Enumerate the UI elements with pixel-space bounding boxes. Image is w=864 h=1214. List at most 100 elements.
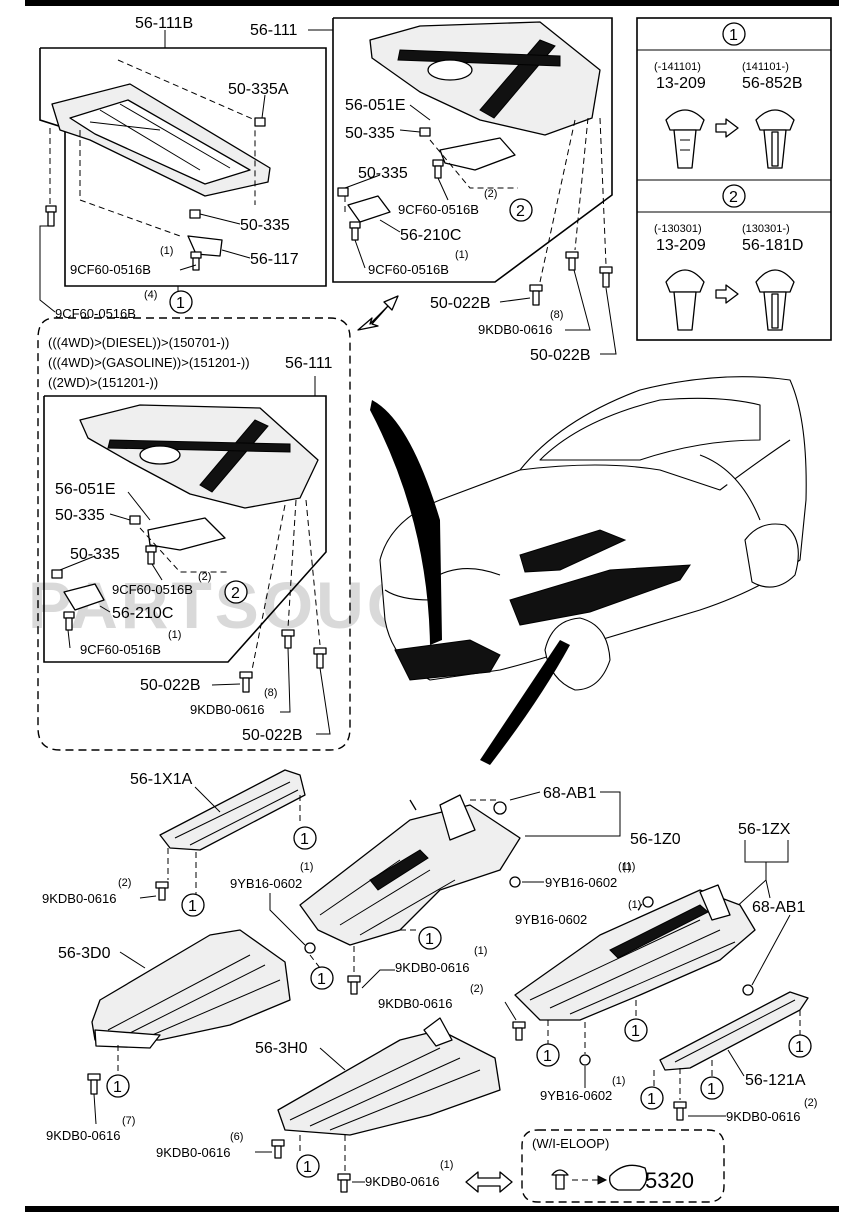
- label-9CF60-0516B: 9CF60-0516B: [70, 262, 151, 277]
- label-9KDB0-0616: 9KDB0-0616: [42, 891, 116, 906]
- group-56-1X1A: 56-1X1A 1 1 (2) 9KDB0-0616: [42, 769, 317, 917]
- label-56-1X1A: 56-1X1A: [130, 771, 193, 788]
- ref-marker-1-text: 1: [543, 1048, 552, 1065]
- ref-marker-1: [169, 290, 193, 314]
- label-56-051E: 56-051E: [345, 97, 406, 114]
- group-56-1Z0: 68-AB1 56-1Z0 (1) 9YB16-0602 (1) 9YB16-0…: [230, 785, 681, 995]
- condition-line-3: ((2WD)>(151201-)): [48, 375, 158, 390]
- label-50-335: 50-335: [345, 125, 395, 142]
- label-9CF60-0516B: 9CF60-0516B: [112, 582, 193, 597]
- qty-9YB16-1c: (1): [628, 899, 641, 911]
- legend-1-new-range: (141101-): [742, 61, 789, 73]
- ref-marker-1-text: 1: [631, 1023, 640, 1040]
- qty-9YB16-1c: (1): [618, 861, 631, 873]
- screw-icon: [45, 205, 57, 227]
- ref-marker-2: [224, 580, 248, 604]
- group-56-111B: 56-111B 50-335A 50-335 56-117 (1) 9CF60-…: [39, 15, 327, 321]
- label-56-210C: 56-210C: [400, 227, 461, 244]
- condition-line-2: (((4WD)>(GASOLINE))>(151201-)): [48, 355, 250, 370]
- label-50-022B: 50-022B: [430, 295, 491, 312]
- replacement-arrow-icon: [357, 295, 399, 331]
- screw-icon: [63, 611, 75, 631]
- push-clip-old-icon: [665, 269, 705, 331]
- eloop-frame: [521, 1129, 725, 1203]
- cover-5320-icon: [609, 1164, 648, 1191]
- label-50-335: 50-335: [70, 546, 120, 563]
- ref-marker-1: [293, 826, 317, 850]
- push-clip-old-icon: [665, 109, 705, 169]
- label-9YB16-0602: 9YB16-0602: [515, 912, 587, 927]
- ref-marker-2-text: 2: [231, 585, 240, 602]
- ref-marker-1-text: 1: [425, 931, 434, 948]
- label-9CF60-0516B: 9CF60-0516B: [368, 262, 449, 277]
- undercover-56-111: [369, 21, 601, 136]
- condition-line-1: (((4WD)>(DIESEL))>(150701-)): [48, 335, 229, 350]
- ref-marker-1-text: 1: [188, 898, 197, 915]
- nut-icon: [642, 896, 654, 908]
- qty-9KDB0-6: (6): [230, 1131, 243, 1143]
- clip-icon: [551, 1169, 569, 1190]
- bolt-icon: [239, 671, 253, 693]
- screw-icon: [349, 221, 361, 241]
- label-50-335: 50-335: [55, 507, 105, 524]
- ref-marker-1: [310, 966, 334, 990]
- label-9KDB0-0616: 9KDB0-0616: [726, 1109, 800, 1124]
- label-68-AB1: 68-AB1: [752, 899, 805, 916]
- group-56-121A: 1 1 1 56-121A (2) 9KDB0-0616: [640, 991, 817, 1124]
- ref-marker-1-text: 1: [707, 1081, 716, 1098]
- legend-key-2-text: 2: [729, 189, 738, 206]
- bottom-border: [25, 1206, 839, 1212]
- ref-marker-1: [700, 1076, 724, 1100]
- qty-9CF60-2: (2): [484, 188, 497, 200]
- pointer-swoosh: [480, 640, 570, 765]
- nut-icon: [304, 942, 316, 954]
- label-56-111B: 56-111B: [135, 15, 193, 32]
- arrow-right-icon: [715, 118, 739, 138]
- ref-marker-1: [624, 1018, 648, 1042]
- screw-icon: [337, 1173, 351, 1193]
- cover-56-3D0: [91, 929, 291, 1041]
- conditional-frame: [37, 317, 351, 751]
- label-9YB16-0602: 9YB16-0602: [545, 875, 617, 890]
- qty-9KDB0-1a: (1): [474, 945, 487, 957]
- nut-icon: [493, 801, 507, 815]
- clip-50-335: [51, 569, 63, 579]
- bracket-56-210C: [347, 195, 391, 223]
- screw-icon: [673, 1101, 687, 1121]
- legend-key-1-text: 1: [729, 27, 738, 44]
- arrow-right-icon: [715, 284, 739, 304]
- label-5320: 5320: [645, 1168, 694, 1193]
- label-56-210C: 56-210C: [112, 605, 173, 622]
- pointer-swoosh: [370, 400, 442, 645]
- label-9KDB0-0616: 9KDB0-0616: [395, 960, 469, 975]
- screw-icon: [271, 1139, 285, 1159]
- label-68-AB1: 68-AB1: [543, 785, 596, 802]
- ref-marker-1: [788, 1034, 812, 1058]
- clip-50-335A: [254, 117, 266, 127]
- label-9KDB0-0616: 9KDB0-0616: [478, 322, 552, 337]
- bolt-icon: [599, 266, 613, 288]
- ref-marker-1: [106, 1074, 130, 1098]
- label-56-3D0: 56-3D0: [58, 945, 111, 962]
- screw-icon: [145, 545, 157, 565]
- screw-icon: [565, 251, 579, 271]
- label-50-335A: 50-335A: [228, 81, 289, 98]
- legend-key-2: [722, 184, 746, 208]
- nut-icon: [579, 1054, 591, 1066]
- clip-50-335: [419, 127, 431, 137]
- group-56-111-top: 56-111 56-051E 50-335 50-335 (2) 9CF60-0…: [250, 17, 617, 364]
- qty-9KDB0-8b: (8): [264, 687, 277, 699]
- label-56-117: 56-117: [250, 251, 299, 268]
- label-50-335: 50-335: [358, 165, 408, 182]
- ref-marker-1-text: 1: [647, 1091, 656, 1108]
- qty-9KDB0-1b: (1): [440, 1159, 453, 1171]
- ref-marker-1: [536, 1043, 560, 1067]
- label-9CF60-0516B: 9CF60-0516B: [398, 202, 479, 217]
- label-50-022B: 50-022B: [140, 677, 201, 694]
- qty-9KDB0-8a: (8): [550, 309, 563, 321]
- push-clip-new-icon: [755, 269, 795, 331]
- underbody-cover-highlight: [394, 639, 501, 681]
- ref-marker-1-text: 1: [113, 1079, 122, 1096]
- label-9YB16-0602: 9YB16-0602: [230, 876, 302, 891]
